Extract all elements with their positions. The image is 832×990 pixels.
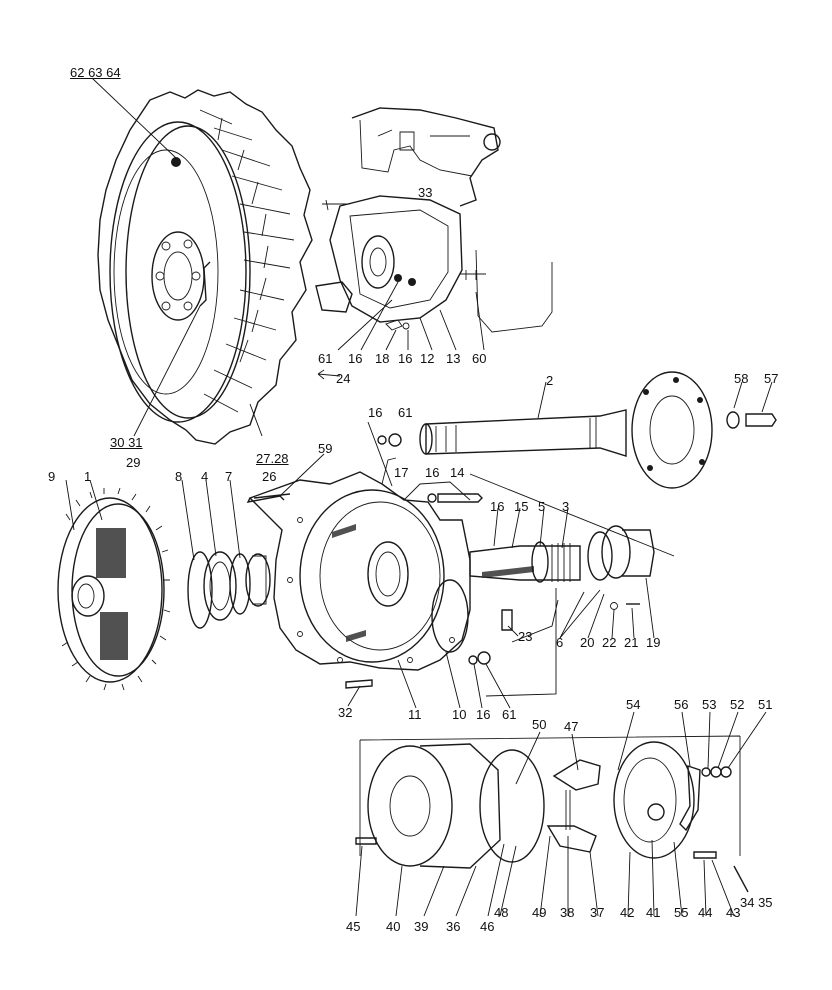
callout-60: 60 xyxy=(472,351,487,366)
axle-shaft xyxy=(419,371,777,489)
callout-46: 46 xyxy=(480,919,495,934)
pin-23 xyxy=(501,609,513,631)
callout-38: 38 xyxy=(560,905,575,920)
callout-12: 12 xyxy=(420,351,435,366)
callout-15: 15 xyxy=(514,499,529,514)
callout-51: 51 xyxy=(758,697,773,712)
callout-13: 13 xyxy=(446,351,461,366)
callout-22: 22 xyxy=(602,635,617,650)
callout-61: 61 xyxy=(502,707,517,722)
callout-39: 39 xyxy=(414,919,429,934)
callout-42: 42 xyxy=(620,905,635,920)
callout-36: 36 xyxy=(446,919,461,934)
callout-7: 7 xyxy=(225,469,233,484)
callout-54: 54 xyxy=(626,697,641,712)
callout-27-28: 27.28 xyxy=(256,451,289,466)
callout-61: 61 xyxy=(398,405,413,420)
callout-53: 53 xyxy=(702,697,717,712)
pinion-shaft xyxy=(469,525,655,610)
callout-34-35: 34 35 xyxy=(740,895,773,910)
axle-housing-assembly xyxy=(315,107,553,333)
callout-16: 16 xyxy=(490,499,505,514)
nut-61 xyxy=(477,651,491,665)
callout-61: 61 xyxy=(318,351,333,366)
callout-43: 43 xyxy=(726,905,741,920)
callout-23: 23 xyxy=(518,629,533,644)
callout-5: 5 xyxy=(538,499,546,514)
washer-16 xyxy=(468,655,478,665)
callout-16: 16 xyxy=(368,405,383,420)
callout-62-63-64: 62 63 64 xyxy=(70,65,121,80)
callout-32: 32 xyxy=(338,705,353,720)
bolts-center xyxy=(377,433,483,503)
callout-6: 6 xyxy=(556,635,564,650)
callout-1: 1 xyxy=(84,469,92,484)
callout-9: 9 xyxy=(48,469,56,484)
callout-16: 16 xyxy=(398,351,413,366)
tractor-wheel xyxy=(97,89,313,445)
final-drive-case xyxy=(246,457,471,671)
callout-17: 17 xyxy=(394,465,409,480)
callout-8: 8 xyxy=(175,469,183,484)
callout-44: 44 xyxy=(698,905,713,920)
leader-lines xyxy=(65,77,773,917)
callout-48: 48 xyxy=(494,905,509,920)
callout-41: 41 xyxy=(646,905,661,920)
callout-29: 29 xyxy=(126,455,141,470)
stud-32 xyxy=(345,679,373,689)
callout-3: 3 xyxy=(562,499,570,514)
callout-18: 18 xyxy=(375,351,390,366)
callout-11: 11 xyxy=(408,707,422,722)
bearing-set xyxy=(187,551,271,629)
callout-21: 21 xyxy=(624,635,639,650)
callout-26: 26 xyxy=(262,469,277,484)
callout-16: 16 xyxy=(425,465,440,480)
callout-24: 24 xyxy=(336,371,351,386)
callout-49: 49 xyxy=(532,905,547,920)
callout-19: 19 xyxy=(646,635,661,650)
callout-14: 14 xyxy=(450,465,465,480)
callout-33: 33 xyxy=(418,185,433,200)
callout-40: 40 xyxy=(386,919,401,934)
callout-55: 55 xyxy=(674,905,689,920)
callout-10: 10 xyxy=(452,707,467,722)
callout-4: 4 xyxy=(201,469,209,484)
callout-59: 59 xyxy=(318,441,333,456)
callout-2: 2 xyxy=(546,373,554,388)
callout-52: 52 xyxy=(730,697,745,712)
callout-56: 56 xyxy=(674,697,689,712)
callout-30-31: 30 31 xyxy=(110,435,143,450)
callout-47: 47 xyxy=(564,719,579,734)
callout-45: 45 xyxy=(346,919,361,934)
bull-gear xyxy=(57,487,171,691)
callout-37: 37 xyxy=(590,905,605,920)
arrow-24 xyxy=(317,369,341,380)
callout-20: 20 xyxy=(580,635,595,650)
callout-58: 58 xyxy=(734,371,749,386)
callout-50: 50 xyxy=(532,717,547,732)
callout-57: 57 xyxy=(764,371,779,386)
callout-16: 16 xyxy=(348,351,363,366)
callout-16: 16 xyxy=(476,707,491,722)
